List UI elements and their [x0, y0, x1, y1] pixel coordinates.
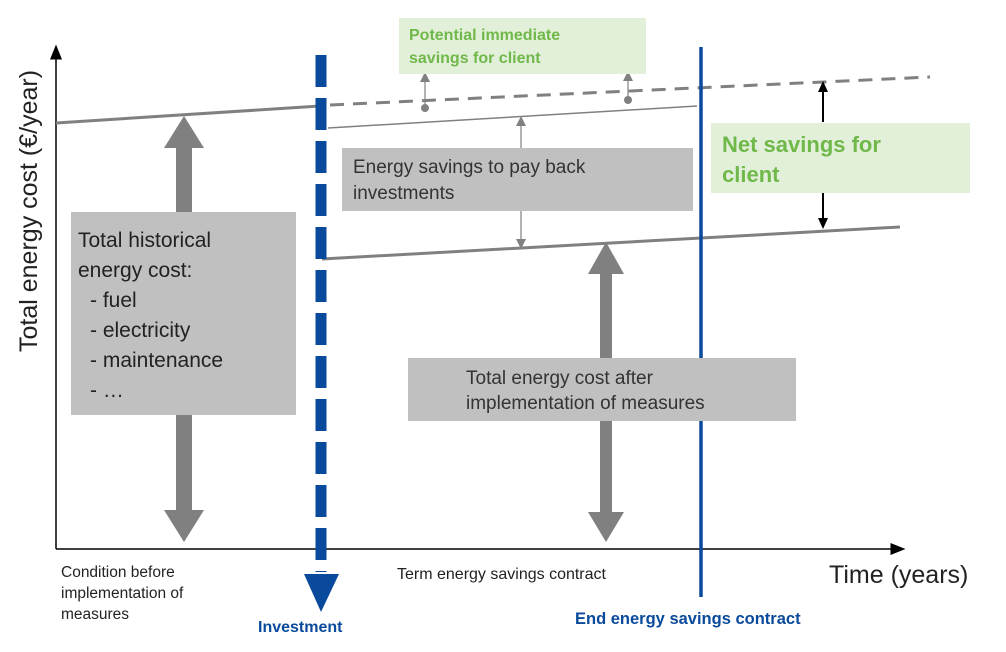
net-savings-line1: Net savings for	[722, 132, 881, 157]
net-savings-arrow-up	[818, 81, 828, 122]
potential-savings-arrow-right	[623, 71, 633, 104]
payback-upper-line	[327, 105, 698, 129]
historical-cost-box: Total historical energy cost: - fuel - e…	[71, 212, 296, 415]
historical-item-fuel: - fuel	[90, 289, 137, 312]
investment-arrow-head	[304, 574, 339, 612]
historical-title-line1: Total historical	[78, 229, 212, 252]
net-savings-line2: client	[722, 162, 780, 187]
after-cost-line2: implementation of measures	[466, 393, 705, 414]
after-measures-cost-line	[321, 225, 901, 261]
potential-savings-line2: savings for client	[409, 50, 541, 67]
x-axis-label: Time (years)	[829, 561, 969, 589]
historical-cost-line	[55, 104, 321, 125]
after-cost-line1: Total energy cost after	[466, 368, 653, 389]
end-contract-label: End energy savings contract	[575, 610, 801, 628]
y-axis-label: Total energy cost (€/year)	[15, 70, 43, 352]
payback-line2: investments	[353, 183, 455, 204]
net-savings-arrow-down	[818, 192, 828, 229]
after-cost-box: Total energy cost after implementation o…	[408, 358, 796, 421]
net-savings-box: Net savings for client	[711, 123, 970, 193]
historical-item-maintenance: - maintenance	[90, 349, 224, 372]
potential-savings-box: Potential immediate savings for client	[399, 18, 646, 74]
condition-before-line3: measures	[61, 606, 130, 623]
historical-item-electricity: - electricity	[90, 319, 191, 342]
projected-cost-line-dashed	[329, 75, 931, 107]
condition-before-line1: Condition before	[61, 564, 175, 581]
condition-before-label: Condition before implementation of measu…	[61, 562, 183, 625]
term-contract-label: Term energy savings contract	[397, 566, 606, 583]
potential-savings-arrow-left	[420, 72, 430, 112]
historical-title-line2: energy cost:	[78, 259, 193, 282]
potential-savings-line1: Potential immediate	[409, 27, 561, 44]
payback-line1: Energy savings to pay back	[353, 157, 586, 178]
condition-before-line2: implementation of	[61, 585, 184, 602]
payback-box: Energy savings to pay back investments	[342, 148, 693, 211]
historical-item-more: - …	[90, 379, 124, 402]
investment-label: Investment	[258, 619, 343, 636]
